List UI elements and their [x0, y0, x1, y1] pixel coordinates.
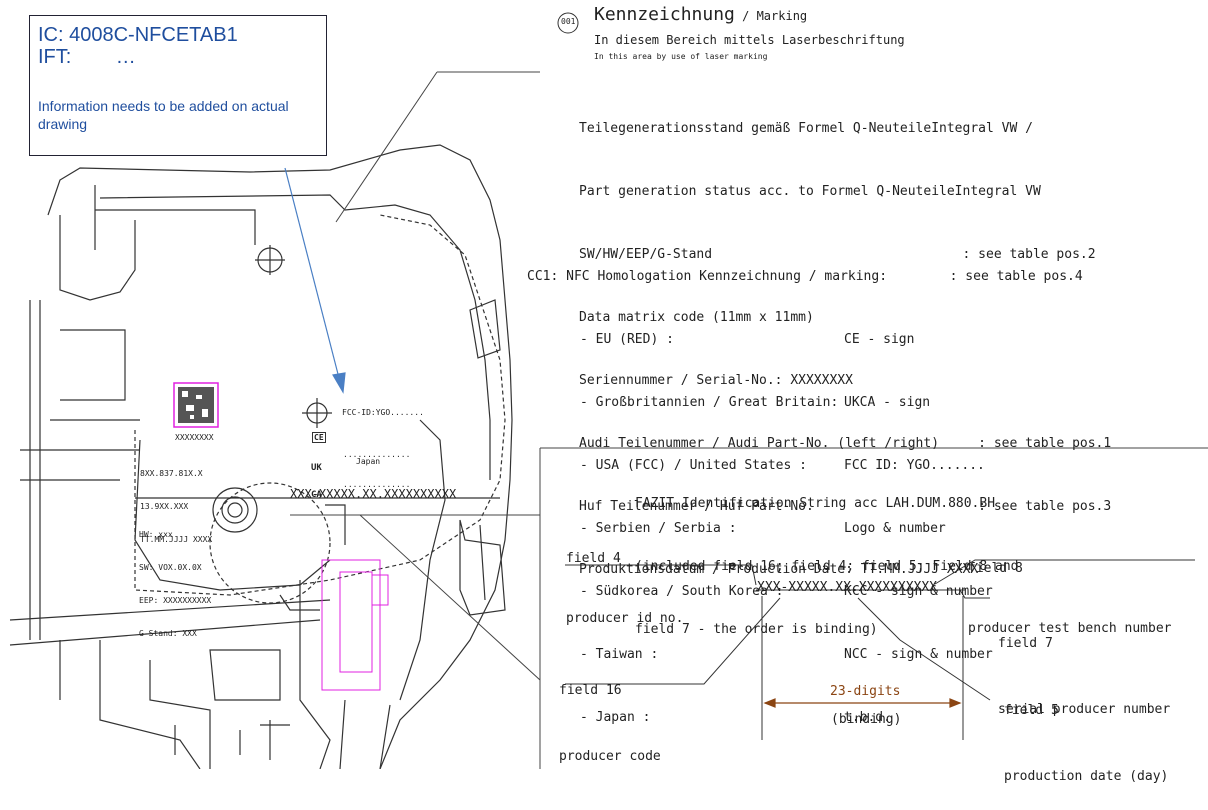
note-text: Information needs to be added on actual … [38, 98, 289, 132]
ift-label: IFT: … [38, 46, 136, 68]
homologation-country: - Großbritannien / Great Britain: [580, 395, 839, 410]
field16-label: field 16 [559, 683, 622, 698]
field8-label: field 8 [968, 561, 1023, 576]
homologation-sign: Logo & number [844, 521, 946, 536]
field7-desc: serial producer number [998, 702, 1171, 717]
ukca-mark: UK CA [311, 446, 322, 509]
fazit-title-line: field 7 - the order is binding) [635, 622, 878, 637]
marking-line: Produktionsdatum / Production Date: TT.M… [579, 562, 979, 577]
homologation-country: - EU (RED) : [580, 332, 674, 347]
fazit-title-line: (included field 16; field 4; field 5; Fi… [635, 559, 1019, 574]
position-marker-label: 001 [561, 17, 576, 26]
marking-line: SW/HW/EEP/G-Stand : see table pos.2 [579, 247, 1096, 262]
homologation-country: - USA (FCC) / United States : [580, 458, 807, 473]
plate-serial: XXXXXXXX [175, 433, 214, 442]
field4-callout: field 4 producer id no. [566, 509, 683, 649]
plate-eep: EEP: XXXXXXXXXX [139, 596, 212, 605]
data-matrix-code [178, 387, 214, 423]
marking-subtitle-de: In diesem Bereich mittels Laserbeschrift… [594, 33, 905, 47]
homologation-sign: FCC ID: YGO....... [844, 458, 985, 473]
plate-dots-1: .............. [343, 450, 411, 459]
marking-title-de: Kennzeichnung [594, 4, 735, 25]
position-marker [557, 12, 579, 34]
field4-desc: producer id no. [566, 611, 684, 626]
marking-line: Data matrix code (11mm x 11mm) [579, 310, 814, 325]
plate-japan: Japan [356, 457, 381, 466]
homologation-sign: CE - sign [844, 332, 915, 347]
note-arrow [284, 167, 346, 394]
plate-part-info: 8XX.837.81X.X 13.9XX.XXX TT.MM.JJJJ XXXX [140, 446, 212, 556]
homologation-country: - Taiwan : [580, 647, 659, 662]
marking-line: Audi Teilenummer / Audi Part-No. (left /… [579, 436, 1112, 451]
marking-title: Kennzeichnung / Marking [594, 4, 807, 25]
plate-date: TT.MM.JJJJ XXXX [140, 535, 213, 544]
field8-callout: field 8 producer test bench number [968, 519, 1172, 659]
marking-title-en: / Marking [734, 9, 808, 23]
ce-mark: CE [312, 432, 326, 443]
plate-huf-no: 13.9XX.XXX [140, 502, 189, 511]
cc1-line: CC1: NFC Homologation Kennzeichnung / ma… [527, 269, 1083, 284]
plate-versions: HW: xxx SW: VOX.0X.0X EEP: XXXXXXXXXX G-… [139, 507, 211, 650]
field8-desc: producer test bench number [968, 621, 1172, 636]
homologation-sign: t.b.d. [844, 710, 891, 725]
ukca-uk: UK [311, 463, 322, 473]
plate-part-no: 8XX.837.81X.X [140, 469, 203, 478]
plate-fcc: FCC-ID:YGO....... [342, 408, 424, 417]
field5-label: field 5 [1004, 703, 1059, 718]
note-box: IC: 4008C-NFCETAB1 IFT: … Information ne… [29, 15, 327, 156]
field16-callout: field 16 producer code [559, 636, 661, 790]
marking-line: Seriennummer / Serial-No.: XXXXXXXX [579, 373, 853, 388]
marking-lines: Teilegenerationsstand gemäß Formel Q-Neu… [579, 76, 1111, 601]
housing-outline [47, 144, 513, 769]
plate-fazit-string: XXX-XXXXX.XX.XXXXXXXXXX [290, 487, 457, 501]
marking-line: Huf Teilenummer / Huf Part-No. : see tab… [579, 499, 1112, 514]
homologation-sign: UKCA - sign [844, 395, 931, 410]
field7-callout: field 7 serial producer number [998, 589, 1170, 743]
homologation-sign: NCC - sign & number [844, 647, 993, 662]
ic-label: IC: 4008C-NFCETAB1 [38, 24, 238, 46]
technical-drawing [9, 12, 1208, 769]
marking-line: Part generation status acc. to Formel Q-… [579, 184, 1041, 199]
marking-subtitle-en: In this area by use of laser marking [594, 52, 768, 61]
homologation-signs: CE - sign UKCA - sign FCC ID: YGO.......… [844, 287, 993, 749]
dimension-line [763, 698, 962, 708]
fazit-title: FAZIT Identification String acc LAH.DUM.… [635, 451, 1019, 661]
fazit-title-line: FAZIT Identification String acc LAH.DUM.… [635, 496, 996, 511]
homologation-country: - Serbien / Serbia : [580, 521, 737, 536]
label-plate-outline [134, 214, 506, 596]
field7-label: field 7 [998, 636, 1053, 651]
field5-callout: field 5 production date (day) [1004, 656, 1168, 810]
field16-desc: producer code [559, 749, 661, 764]
homologation-country: - Südkorea / South Korea : [580, 584, 784, 599]
homologation-list: - EU (RED) : - Großbritannien / Great Br… [580, 287, 838, 749]
ukca-ca: CA [311, 490, 322, 500]
plate-gstand: G-Stand: XXX [139, 629, 197, 638]
plate-sw: SW: VOX.0X.0X [139, 563, 202, 572]
field5-desc: production date (day) [1004, 769, 1169, 784]
plate-dots-2: .............. [343, 480, 411, 489]
plate-hw: HW: xxx [139, 530, 173, 539]
field4-label: field 4 [566, 551, 621, 566]
binding-label: (binding) [831, 712, 902, 727]
homologation-country: - Japan : [580, 710, 651, 725]
digits-label: 23-digits [830, 684, 901, 699]
homologation-sign: KCC - sign & number [844, 584, 993, 599]
marking-line: Teilegenerationsstand gemäß Formel Q-Neu… [579, 121, 1033, 136]
plate-dots: .............. .............. [343, 430, 410, 500]
fazit-string: XXX-XXXXX.XX.XXXXXXXXXX [757, 580, 938, 595]
